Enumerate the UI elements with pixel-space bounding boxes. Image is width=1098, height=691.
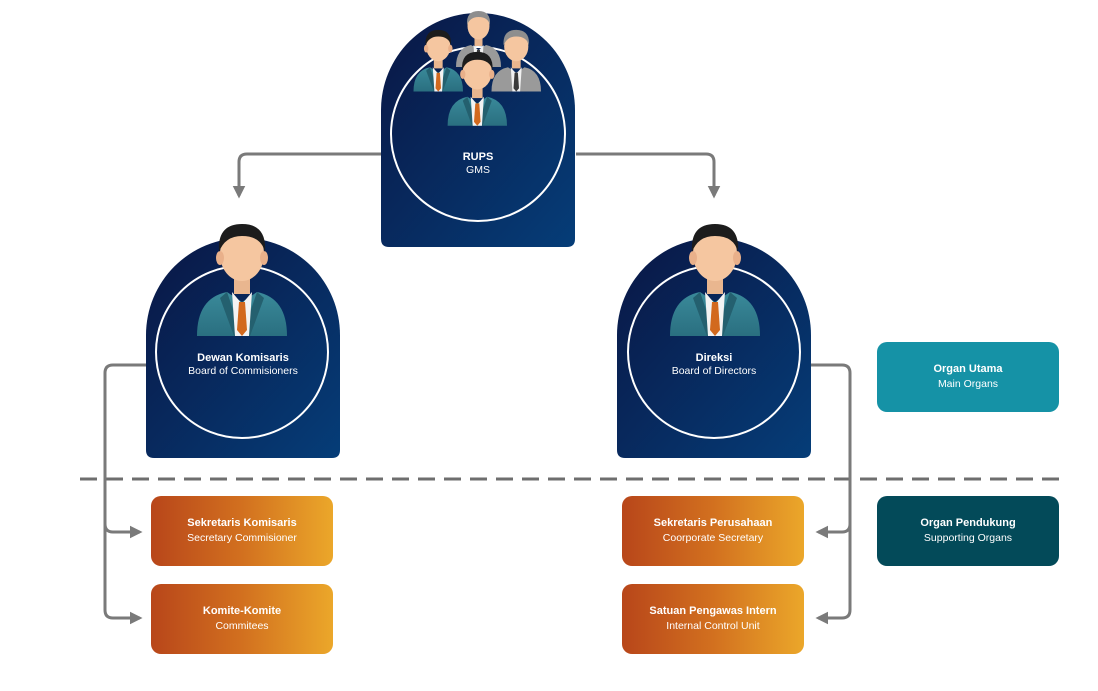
- box-internal-control-unit: Satuan Pengawas Intern Internal Control …: [622, 584, 804, 654]
- rups-title: RUPS: [462, 151, 494, 163]
- rups-label: RUPS GMS: [398, 150, 558, 178]
- node-rups: [381, 13, 575, 247]
- secretary-commissioner-subtitle: Secretary Commisioner: [187, 532, 297, 545]
- internal-control-unit-title: Satuan Pengawas Intern: [649, 605, 777, 618]
- directors-title: Direksi: [695, 352, 733, 364]
- connector-commissioners-to-secretary: [103, 363, 146, 539]
- connector-directors-to-corporate-secretary: [808, 363, 852, 539]
- corporate-secretary-title: Sekretaris Perusahaan: [653, 517, 773, 530]
- box-secretary-commissioner: Sekretaris Komisaris Secretary Commision…: [151, 496, 333, 566]
- legend-main-organs: Organ Utama Main Organs: [877, 342, 1059, 412]
- commissioners-title: Dewan Komisaris: [197, 352, 289, 364]
- secretary-commissioner-title: Sekretaris Komisaris: [187, 517, 297, 530]
- committees-subtitle: Commitees: [215, 620, 269, 633]
- legend-supporting-organs-subtitle: Supporting Organs: [923, 532, 1013, 545]
- legend-supporting-organs: Organ Pendukung Supporting Organs: [877, 496, 1059, 566]
- connector-rups-to-commissioners: [232, 152, 381, 199]
- connector-commissioners-to-committees: [103, 524, 143, 625]
- internal-control-unit-subtitle: Internal Control Unit: [666, 620, 760, 633]
- corporate-secretary-subtitle: Coorporate Secretary: [662, 532, 764, 545]
- legend-supporting-organs-title: Organ Pendukung: [920, 517, 1016, 530]
- directors-subtitle: Board of Directors: [671, 365, 757, 378]
- legend-main-organs-subtitle: Main Organs: [937, 378, 999, 391]
- box-committees: Komite-Komite Commitees: [151, 584, 333, 654]
- legend-main-organs-title: Organ Utama: [933, 363, 1003, 376]
- connector-directors-to-internal-control: [815, 524, 852, 625]
- connector-rups-to-directors: [576, 152, 721, 199]
- box-corporate-secretary: Sekretaris Perusahaan Coorporate Secreta…: [622, 496, 804, 566]
- committees-title: Komite-Komite: [202, 605, 282, 618]
- directors-label: Direksi Board of Directors: [629, 351, 799, 379]
- commissioners-label: Dewan Komisaris Board of Commisioners: [158, 351, 328, 379]
- commissioners-subtitle: Board of Commisioners: [188, 365, 298, 378]
- rups-subtitle: GMS: [466, 164, 490, 177]
